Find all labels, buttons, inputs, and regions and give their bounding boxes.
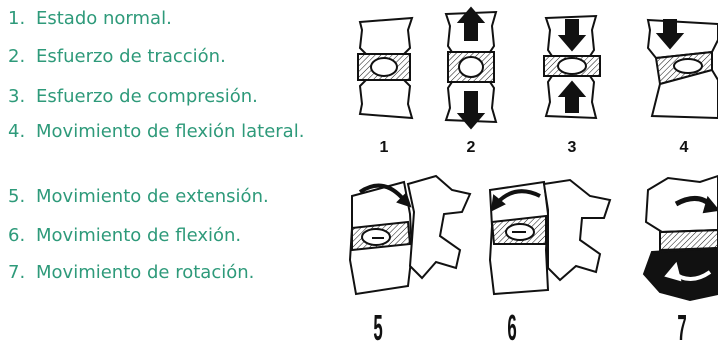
figure-label-6: 6: [507, 308, 516, 349]
upper-vertebra: [360, 18, 412, 54]
figure-label-7: 7: [677, 308, 686, 349]
figure-label-4: 4: [680, 139, 689, 156]
top-row-labels: 1 2 3 4: [380, 139, 689, 156]
figure-label-2: 2: [467, 139, 476, 156]
nucleus: [558, 58, 586, 74]
figure-1-normal-state: [358, 18, 412, 118]
posterior-arch: [544, 180, 610, 280]
figure-7-rotation: [644, 176, 718, 300]
nucleus: [371, 58, 397, 76]
figure-2-traction: [446, 8, 496, 128]
figure-6-flexion: [490, 180, 610, 294]
figure-label-5: 5: [373, 308, 382, 349]
figure-5-extension: [350, 176, 470, 294]
lower-vertebra: [360, 80, 412, 118]
nucleus: [674, 59, 702, 73]
posterior-arch: [408, 176, 470, 278]
intervertebral-disc: [660, 230, 718, 250]
bottom-row-labels: 5 6 7: [373, 308, 686, 349]
nucleus: [459, 57, 483, 77]
figure-label-1: 1: [380, 139, 389, 156]
figure-3-compression: [544, 16, 600, 118]
figure-label-3: 3: [568, 139, 577, 156]
figure-4-lateral-flexion: [648, 20, 718, 118]
